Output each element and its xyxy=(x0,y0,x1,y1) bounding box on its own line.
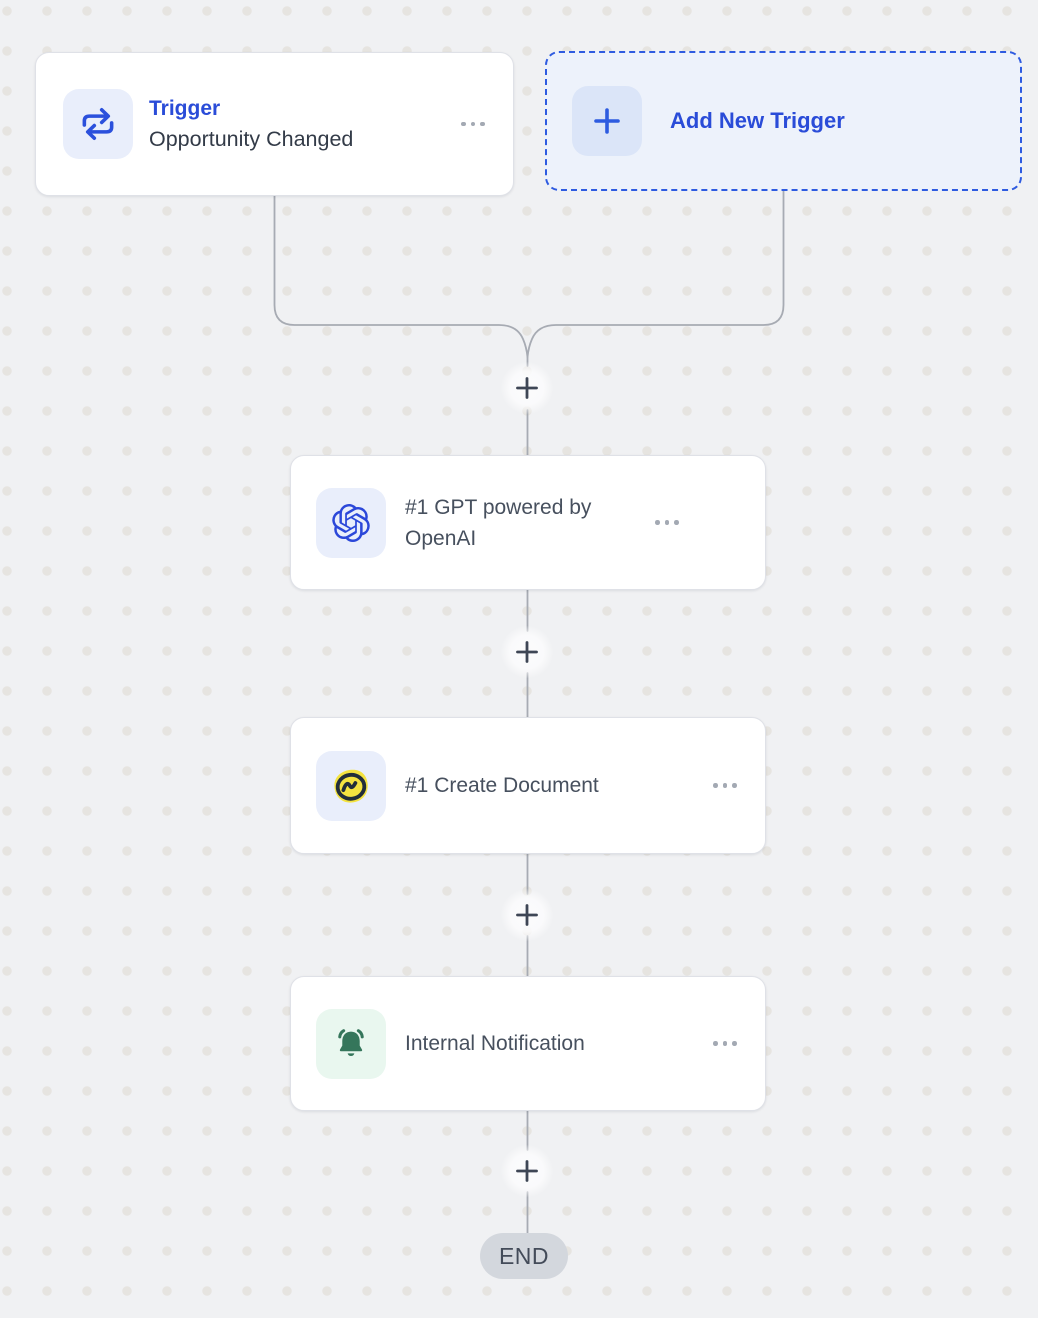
step-more-options-button[interactable] xyxy=(713,779,737,792)
step-more-options-button[interactable] xyxy=(655,516,679,529)
plus-icon xyxy=(572,86,642,156)
step-more-options-button[interactable] xyxy=(713,1037,737,1050)
step-title: #1 Create Document xyxy=(405,774,599,797)
step-card-create-document[interactable]: #1 Create Document xyxy=(290,717,766,854)
plus-icon xyxy=(516,641,538,663)
openai-logo-icon xyxy=(316,487,386,558)
trigger-card[interactable]: Trigger Opportunity Changed xyxy=(35,52,514,196)
step-card-gpt-openai[interactable]: #1 GPT powered by OpenAI xyxy=(290,455,766,590)
trigger-card-text: Trigger Opportunity Changed xyxy=(149,94,461,155)
connector-trigger-merge-right xyxy=(526,190,785,358)
end-label: END xyxy=(498,1242,550,1269)
ellipsis-icon xyxy=(655,520,660,525)
add-new-trigger-button[interactable]: Add New Trigger xyxy=(545,51,1022,191)
add-action-button[interactable] xyxy=(501,889,553,941)
plus-icon xyxy=(516,1160,538,1182)
swap-arrows-icon xyxy=(63,89,133,159)
end-node: END xyxy=(480,1233,568,1279)
add-action-button[interactable] xyxy=(501,362,553,414)
plus-icon xyxy=(516,377,538,399)
ellipsis-icon xyxy=(461,121,466,127)
ellipsis-icon xyxy=(713,783,718,788)
plus-icon xyxy=(516,904,538,926)
step-title: #1 GPT powered by OpenAI xyxy=(405,495,592,550)
trigger-more-options-button[interactable] xyxy=(461,118,485,131)
connector-trigger-merge-left xyxy=(273,195,529,367)
step-card-internal-notification[interactable]: Internal Notification xyxy=(290,976,766,1111)
step-title: Internal Notification xyxy=(405,1032,585,1055)
add-action-button[interactable] xyxy=(501,626,553,678)
add-action-button[interactable] xyxy=(501,1145,553,1197)
ellipsis-icon xyxy=(713,1041,718,1046)
trigger-card-title: Trigger xyxy=(149,96,221,120)
trigger-card-subtitle: Opportunity Changed xyxy=(149,126,354,151)
basecamp-logo-icon xyxy=(316,750,386,821)
add-new-trigger-label: Add New Trigger xyxy=(670,108,845,133)
bell-icon xyxy=(316,1008,386,1079)
